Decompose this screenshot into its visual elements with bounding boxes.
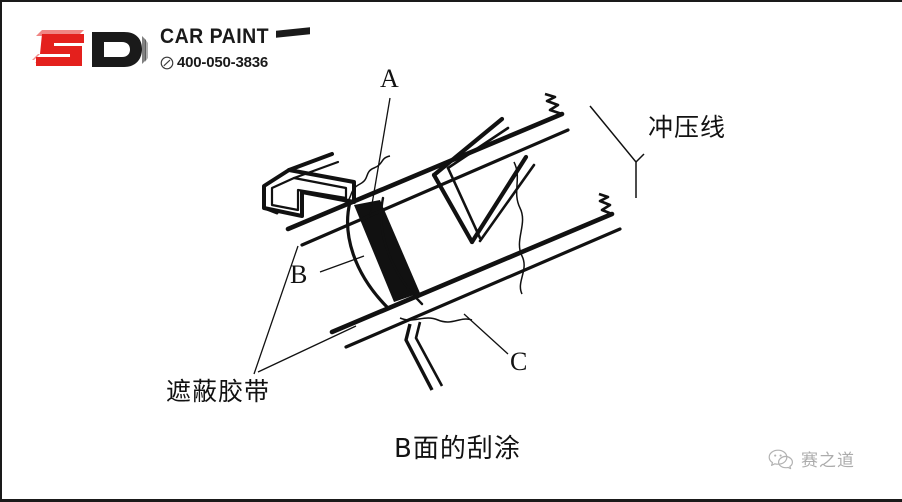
seam-drop-inner	[414, 321, 444, 387]
sd-logo-mark	[32, 30, 148, 67]
wavy-boundary-right	[513, 161, 525, 295]
diagram-label-c: C	[510, 347, 528, 376]
leader-line-a	[369, 97, 391, 217]
phone-circle-icon	[160, 56, 174, 69]
seam-drop-outer	[404, 323, 434, 391]
phone-number: 400-050-3836	[177, 54, 269, 71]
leader-line-stamping-line-tail	[635, 153, 645, 163]
brand-logo: CAR PAINT 400-050-3836	[32, 24, 310, 82]
diagram-label-b: B	[290, 260, 308, 289]
leader-line-b	[319, 255, 365, 273]
brand-text-block: CAR PAINT 400-050-3836	[160, 26, 310, 76]
wechat-icon	[768, 449, 793, 469]
leader-line-c	[463, 313, 509, 355]
stamping-bead-left-outer	[431, 172, 475, 245]
watermark: 赛之道	[768, 446, 855, 471]
c-channel-inner	[270, 176, 348, 212]
stamping-bead-upper-arm	[431, 116, 505, 178]
panel-lower-torn-end	[598, 192, 613, 216]
c-channel-outer	[262, 168, 356, 218]
diagram-label-a: A	[380, 64, 399, 93]
tape-edge-curve-left	[346, 200, 390, 310]
brand-name: CAR PAINT	[160, 25, 270, 48]
c-channel-top-rail	[287, 152, 334, 172]
wavy-boundary-upper	[341, 155, 391, 209]
watermark-text: 赛之道	[801, 451, 855, 471]
diagram-label-stamping-line: 冲压线	[648, 113, 727, 142]
panel-lower-edge	[329, 211, 615, 335]
phone-row: 400-050-3836	[160, 54, 268, 71]
leader-line-masking-tape-upper	[253, 245, 299, 375]
panel-lower-edge-inner	[344, 227, 622, 349]
panel-upper-torn-end	[544, 92, 563, 116]
stamping-bead-right-inner	[478, 163, 536, 243]
leader-bracket-stamping-line	[589, 105, 637, 198]
wavy-boundary-lower	[399, 317, 473, 323]
diagram-caption: B面的刮涂	[394, 434, 521, 464]
leader-line-masking-tape-lower	[257, 325, 357, 373]
c-channel-base-rail	[262, 206, 279, 215]
diagram-label-masking-tape: 遮蔽胶带	[166, 377, 271, 406]
c-channel-top-rail-inner	[292, 160, 340, 180]
panel-upper-edge	[285, 111, 565, 232]
stamping-bead-left-inner	[446, 166, 482, 240]
stamping-bead-upper-arm-inner	[446, 126, 510, 170]
panel-upper-edge-inner	[300, 128, 570, 247]
